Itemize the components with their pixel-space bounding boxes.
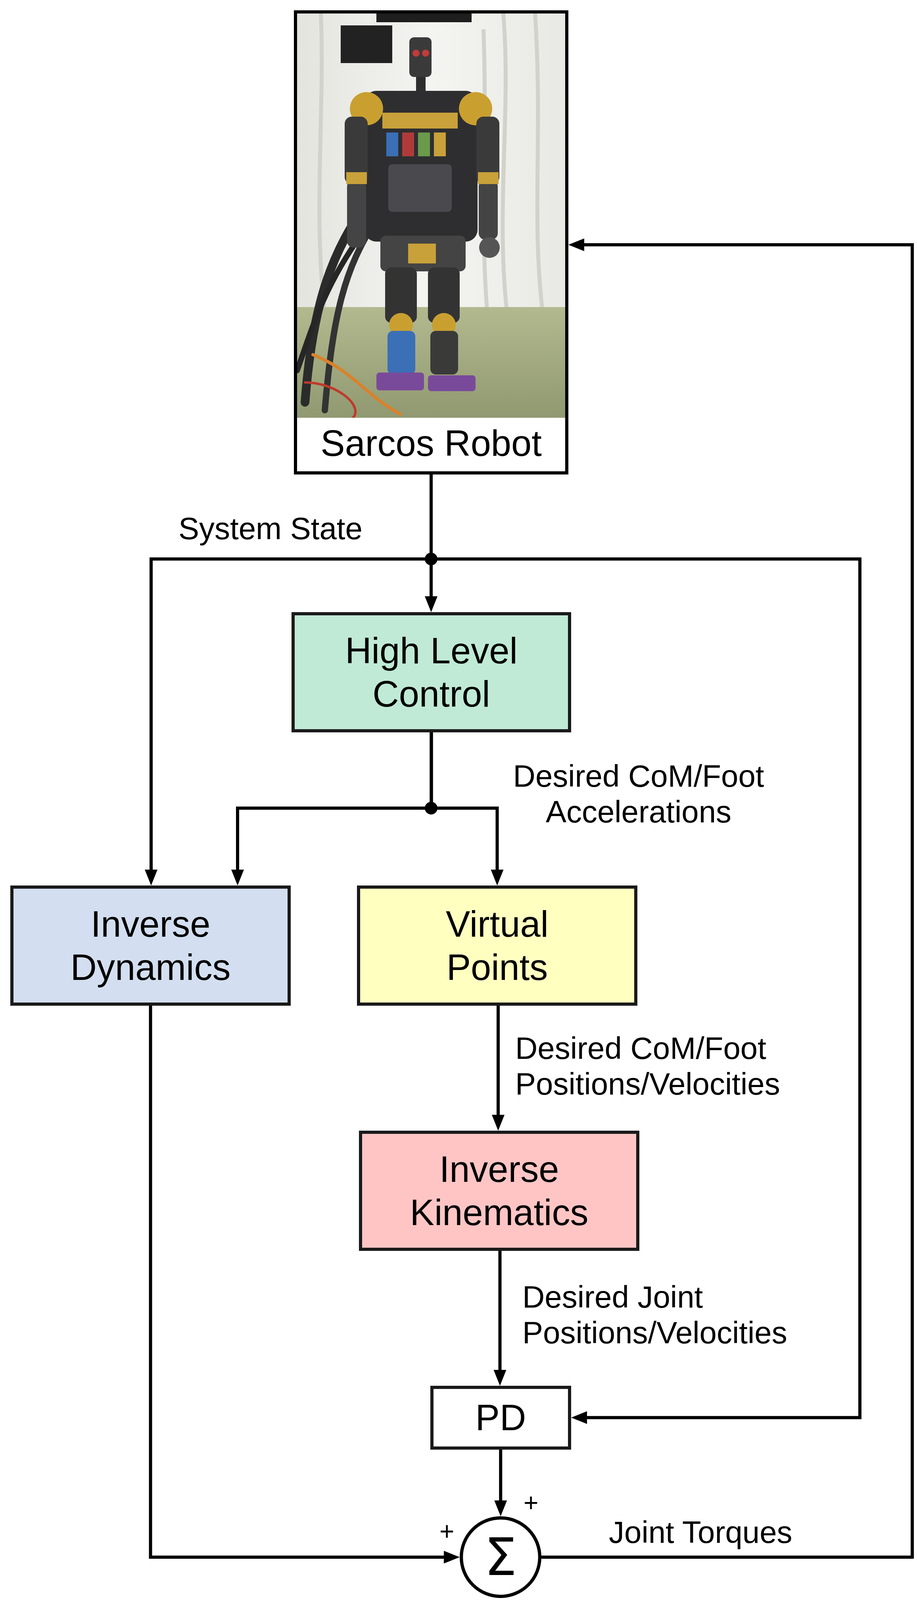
signal-arrow — [496, 1005, 500, 1115]
robot-box: Sarcos Robot — [293, 10, 569, 475]
backpack — [340, 25, 393, 64]
signal-label: Desired Joint Positions/Velocities — [522, 1279, 840, 1351]
robot-figure — [344, 37, 500, 392]
signal-arrow — [498, 1449, 503, 1501]
signal-label: System State — [178, 510, 417, 547]
block-title: High Level Control — [330, 629, 533, 716]
summing-circle — [461, 1517, 540, 1597]
pd-block: PD — [430, 1385, 572, 1450]
signal-arrow — [237, 732, 432, 870]
control-block: Virtual Points — [356, 885, 638, 1006]
block-title: PD — [475, 1395, 527, 1439]
signal-label: Desired CoM/Foot Accelerations — [487, 758, 790, 830]
stand — [376, 13, 472, 23]
signal-arrow — [498, 1250, 502, 1370]
junction-dot — [424, 552, 438, 566]
signal-arrow — [431, 732, 498, 870]
sign-label: + — [523, 1489, 539, 1516]
signal-label: Joint Torques — [608, 1514, 863, 1551]
control-block: Inverse Dynamics — [10, 885, 291, 1006]
block-title: Inverse Kinematics — [397, 1147, 601, 1234]
signal-arrow — [150, 1005, 445, 1557]
control-block: Inverse Kinematics — [358, 1130, 640, 1251]
block-title: Inverse Dynamics — [49, 902, 252, 989]
backdrop — [297, 13, 566, 422]
sign-label: + — [439, 1518, 455, 1544]
summing-junction: Σ — [459, 1515, 542, 1598]
robot-photo — [297, 13, 566, 422]
control-block: High Level Control — [291, 611, 572, 733]
junction-dot — [424, 801, 438, 815]
signal-label: Desired CoM/Foot Positions/Velocities — [515, 1030, 833, 1102]
sum-symbol: Σ — [484, 1530, 517, 1583]
block-title: Sarcos Robot — [297, 417, 566, 472]
block-title: Virtual Points — [395, 902, 599, 989]
